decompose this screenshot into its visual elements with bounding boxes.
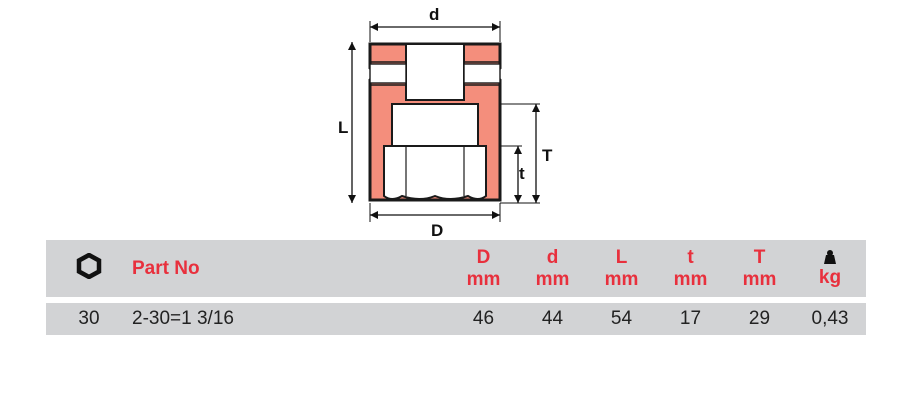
arrow-T-bottom [532,195,540,203]
label-D: D [431,221,443,240]
spec-table: Part No D mm d mm L mm t mm T mm [46,240,866,335]
cell-weight: 0,43 [811,308,849,329]
header-T-letter: T [753,246,766,268]
header-t-unit: mm [673,268,708,290]
header-weight: kg [794,240,866,297]
arrow-D-left [370,211,378,219]
header-D-unit: mm [466,268,501,290]
header-T: T mm [725,240,794,297]
table-separator [46,297,866,303]
header-L-letter: L [615,246,628,268]
arrow-L-top [348,42,356,50]
hex-bore [383,145,487,200]
drive-size-header [46,240,132,297]
cell-D: 46 [472,308,495,329]
cell-t: 17 [679,308,702,329]
header-d-letter: d [546,246,559,268]
header-t: t mm [656,240,725,297]
cell-drive: 30 [78,308,100,329]
arrow-t-bottom [514,195,522,203]
header-T-unit: mm [742,268,777,290]
ring-groove-right [463,63,501,84]
header-d-unit: mm [535,268,570,290]
header-D: D mm [449,240,518,297]
arrow-d-right [492,23,500,31]
label-t: t [519,164,525,183]
part-no-header: Part No [132,257,200,279]
label-d: d [429,5,439,24]
cell-d: 44 [541,308,564,329]
arrow-d-left [370,23,378,31]
cell-L: 54 [610,308,633,329]
header-t-letter: t [687,246,694,268]
label-T: T [542,146,553,165]
arrow-L-bottom [348,195,356,203]
table-header-row: Part No D mm d mm L mm t mm T mm [46,240,866,297]
middle-bore [391,103,479,147]
header-weight-unit: kg [818,266,842,288]
socket-drawing: d L D t [330,0,570,240]
arrow-T-top [532,104,540,112]
table-row: 30 2-30=1 3/16 46 44 54 17 29 0,43 [46,303,866,335]
header-d: d mm [518,240,587,297]
header-L-unit: mm [604,268,639,290]
hexagon-icon [76,252,102,280]
socket-diagram-svg: d L D t [338,5,553,240]
arrow-t-top [514,146,522,154]
arrow-D-right [492,211,500,219]
label-L: L [338,118,348,137]
header-L: L mm [587,240,656,297]
cell-part-no: 2-30=1 3/16 [132,308,234,329]
weight-icon [824,249,836,264]
header-D-letter: D [476,246,491,268]
drive-cavity [405,43,465,101]
ring-groove-left [369,63,407,84]
weight-icon-wrap [794,249,866,267]
cell-T: 29 [748,308,771,329]
